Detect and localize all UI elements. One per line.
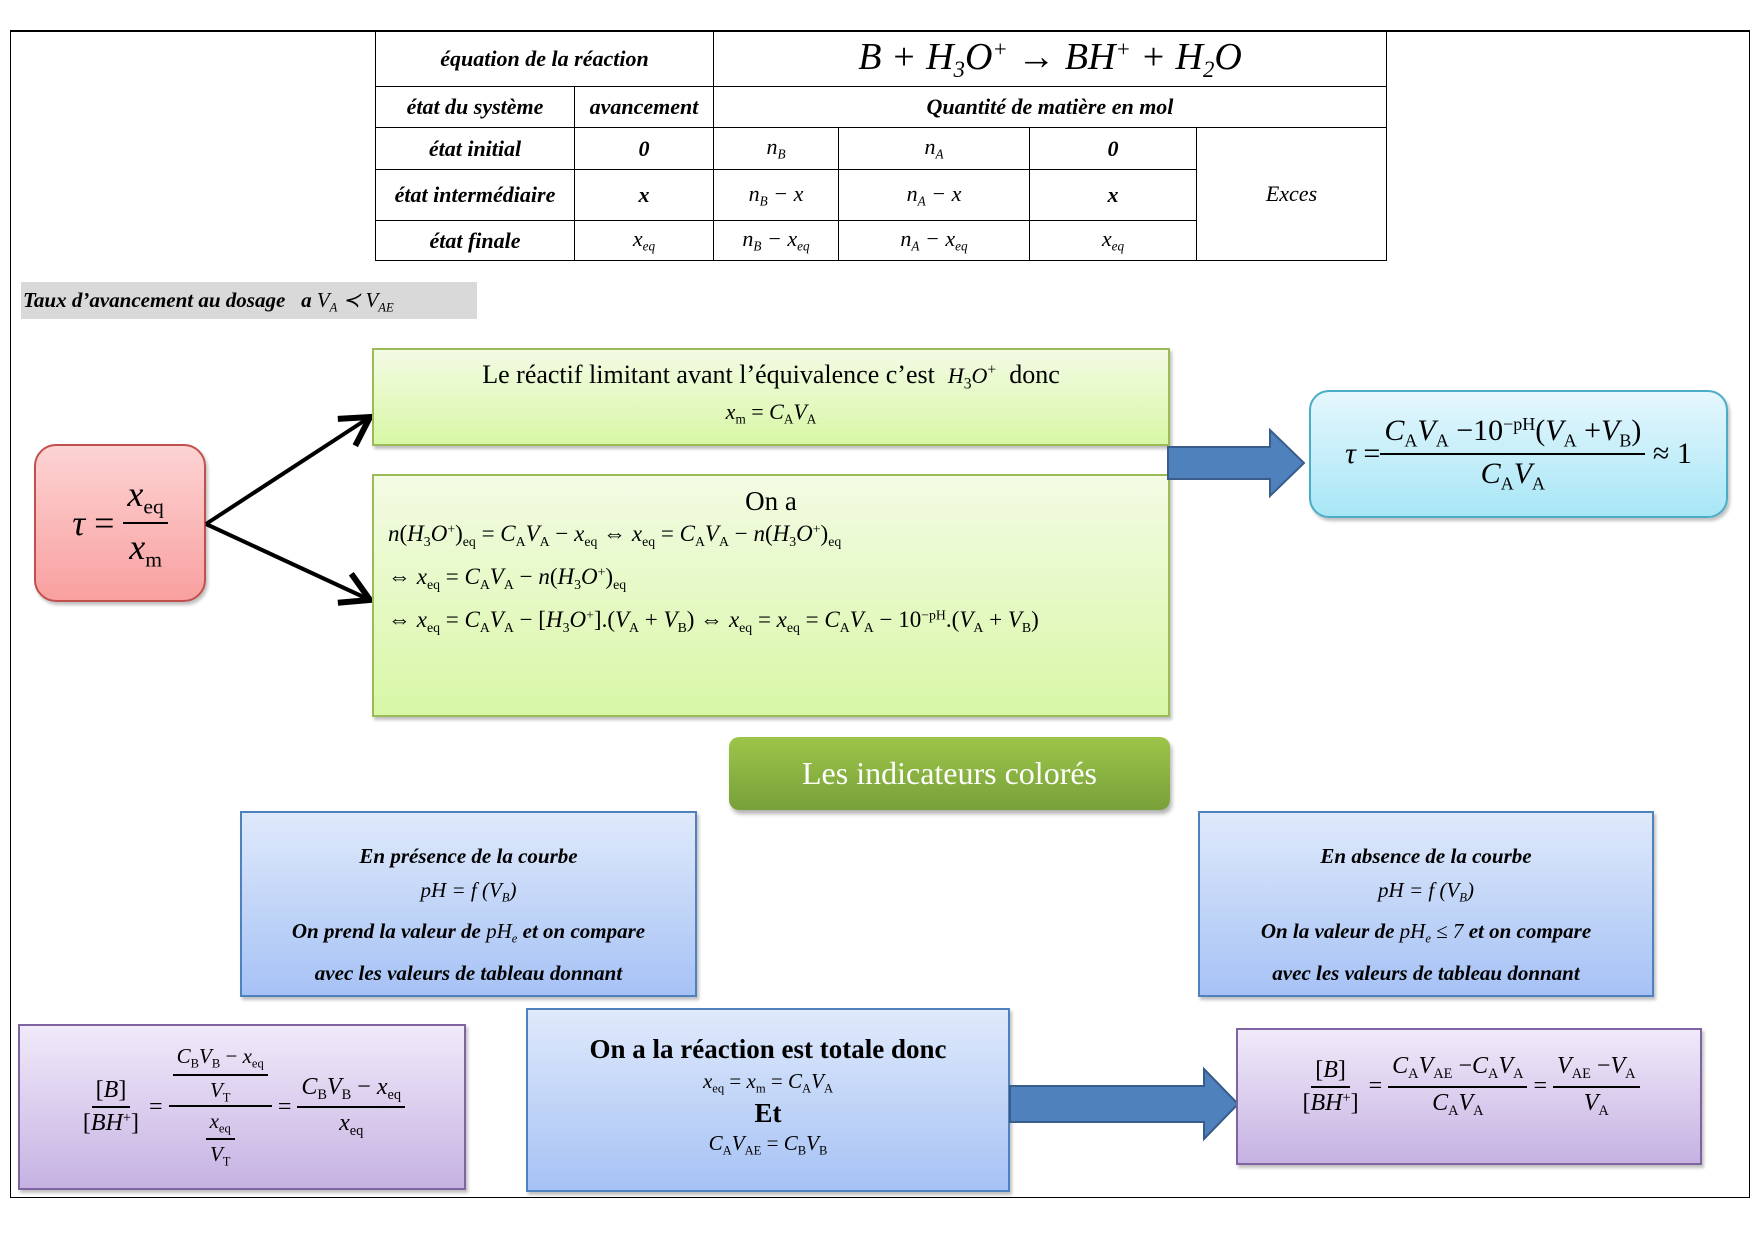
taux-condition: a VA ≺ VAE	[301, 288, 394, 315]
presence-line1: En présence de la courbe	[359, 844, 578, 868]
ratio-right-rhs: VAE −VA VA	[1553, 1053, 1640, 1119]
limiting-line1: Le réactif limitant avant l’équivalence …	[482, 360, 1060, 393]
section-label-taux: Taux d’avancement au dosage a VA ≺ VAE	[21, 282, 477, 319]
total-reaction-box: On a la réaction est totale donc xeq = x…	[526, 1008, 1010, 1192]
tau-fraction: xeq xm	[123, 473, 168, 572]
presence-line4: avec les valeurs de tableau donnant	[314, 960, 623, 985]
ratio-rhs: CBVB − xeq xeq	[297, 1074, 406, 1140]
table-row-equation: équation de la réaction B + H3O+ → BH+ +…	[375, 30, 1387, 87]
block-arrow-right-icon	[1167, 428, 1306, 498]
table-header-row: état du système avancement Quantité de m…	[375, 86, 1387, 128]
nB-cell: nB	[713, 127, 839, 170]
state-cell: état initial	[375, 127, 575, 170]
total-line1: On a la réaction est totale donc	[589, 1034, 947, 1064]
advancement-cell: 0	[574, 127, 714, 170]
limiting-reagent-box: Le réactif limitant avant l’équivalence …	[372, 348, 1170, 446]
arrow-to-derivation	[205, 522, 376, 606]
nA-cell: nA − x	[838, 169, 1030, 221]
tau-symbol: τ =	[72, 503, 124, 543]
branch-arrows	[204, 413, 376, 606]
block-arrow-right-icon	[1009, 1066, 1240, 1142]
state-cell: état intermédiaire	[375, 169, 575, 221]
total-line4: CAVAE = CBVB	[708, 1131, 828, 1158]
arrow-to-limiting	[204, 413, 376, 526]
table-row: état intermédiaire x nB − x nA − x x	[375, 169, 1387, 221]
product-cell: 0	[1029, 127, 1197, 170]
derivation-title: On a	[745, 486, 797, 516]
nA-cell: nA	[838, 127, 1030, 170]
absence-line4: avec les valeurs de tableau donnant	[1272, 960, 1580, 985]
absence-line1: En absence de la courbe	[1320, 844, 1532, 868]
reaction-equation: B + H3O+ → BH+ + H2O	[713, 30, 1387, 87]
presence-curve-box: En présence de la courbe pH = f (VB) On …	[240, 811, 697, 997]
product-cell: xeq	[1029, 220, 1197, 261]
derivation-line-1: n(H3O+)eq = CAVA − xeq ⇔ xeq = CAVA − n(…	[388, 521, 842, 549]
total-line3: Et	[754, 1098, 782, 1129]
advancement-cell: x	[574, 169, 714, 221]
header-advancement: avancement	[574, 86, 714, 128]
tau-result-fraction: CAVA −10−pH(VA +VB) CAVA	[1380, 414, 1646, 495]
derivation-line-2: ⇔ xeq = CAVA − n(H3O+)eq	[388, 563, 627, 592]
table-row: état initial 0 nB nA 0 Exces	[375, 127, 1387, 261]
total-line2: xeq = xm = CAVA	[702, 1069, 834, 1096]
absence-curve-box: En absence de la courbe pH = f (VB) On l…	[1198, 811, 1654, 997]
nA-cell: nA − xeq	[838, 220, 1030, 261]
tau-definition-box: τ = xeq xm	[34, 444, 206, 602]
water-cell: Exces	[1196, 127, 1387, 261]
presence-line2: pH = f (VB)	[420, 878, 517, 905]
state-cell: état finale	[375, 220, 575, 261]
nB-cell: nB − x	[713, 169, 839, 221]
limiting-line2: xm = CAVA	[725, 399, 817, 428]
reaction-table: équation de la réaction B + H3O+ → BH+ +…	[375, 30, 1387, 261]
product-cell: x	[1029, 169, 1197, 221]
advancement-cell: xeq	[574, 220, 714, 261]
indicators-banner: Les indicateurs colorés	[729, 737, 1170, 810]
ratio-right-lhs: [B] [BH+]	[1302, 1056, 1359, 1116]
ratio-right-mid: CAVAE −CAVA CAVA	[1388, 1053, 1528, 1119]
derivation-line-3: ⇔ xeq = CAVA − [H3O+].(VA + VB) ⇔ xeq = …	[388, 606, 1039, 635]
header-state: état du système	[375, 86, 575, 128]
ratio-box-right: [B] [BH+] = CAVAE −CAVA CAVA = VAE −VA V…	[1236, 1028, 1702, 1165]
table-row: état finale xeq nB − xeq nA − xeq xeq	[375, 220, 1387, 261]
tau-result-box: τ = CAVA −10−pH(VA +VB) CAVA ≈ 1	[1309, 390, 1728, 518]
derivation-box: On a n(H3O+)eq = CAVA − xeq ⇔ xeq = CAVA…	[372, 474, 1170, 717]
nB-cell: nB − xeq	[713, 220, 839, 261]
absence-line2: pH = f (VB)	[1378, 878, 1474, 905]
absence-line3: On la valeur de pHe ≤ 7 et on compare	[1260, 919, 1592, 946]
approx-one: ≈ 1	[1652, 437, 1692, 470]
header-quantity: Quantité de matière en mol	[713, 86, 1387, 128]
equation-label: équation de la réaction	[375, 30, 714, 87]
presence-line3: On prend la valeur de pHe et on compare	[291, 919, 646, 946]
taux-text: Taux d’avancement au dosage	[23, 288, 286, 312]
ratio-lhs: [B] [BH+]	[82, 1077, 140, 1136]
